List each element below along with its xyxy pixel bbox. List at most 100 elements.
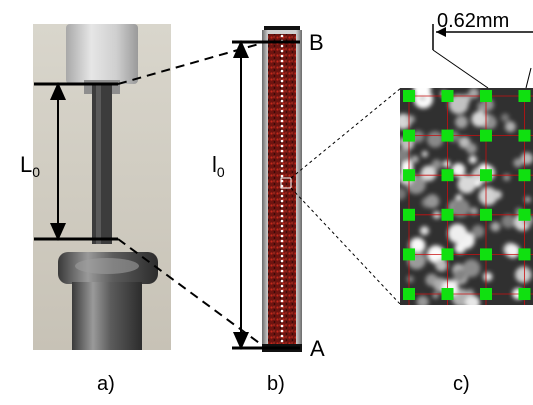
speckle-blob: [451, 198, 471, 218]
speckle-blob: [411, 155, 419, 163]
grid-markers: [403, 90, 531, 300]
speckle-blob: [501, 214, 516, 229]
speckle-blob: [470, 207, 478, 216]
speckle-blob: [443, 160, 451, 168]
column-dot: [280, 164, 284, 168]
scale-label: 0.62mm: [437, 10, 509, 32]
speckle-blob: [500, 113, 510, 122]
speckle-blob: [406, 275, 414, 283]
column-dot: [280, 54, 284, 58]
column-dot: [280, 169, 284, 173]
column-dot: [280, 109, 284, 113]
grid-marker: [480, 129, 492, 142]
grid-marker: [480, 248, 492, 261]
grid-marker: [441, 248, 454, 261]
speckle-blob: [448, 94, 469, 115]
column-dot: [280, 279, 284, 283]
grid-marker: [518, 288, 531, 300]
column-dot: [280, 224, 284, 228]
grid-marker: [480, 169, 492, 182]
speckle-blob: [413, 88, 432, 98]
point-b-label: B: [309, 30, 324, 55]
dot-column: [280, 34, 284, 343]
column-dot: [280, 119, 284, 123]
column-dot: [280, 114, 284, 118]
grid-marker: [518, 169, 531, 182]
grid-marker: [518, 129, 531, 142]
column-dot: [280, 289, 284, 293]
column-dot: [280, 89, 284, 93]
speckle-blob: [468, 155, 477, 164]
speckle-blob: [453, 269, 466, 282]
column-dot: [280, 144, 284, 148]
speckle-blob: [419, 226, 430, 236]
column-dot: [280, 84, 284, 88]
panel-a-dimension: L0: [20, 82, 118, 241]
grid-marker: [480, 208, 492, 221]
column-dot: [280, 309, 284, 313]
speckle-blob: [505, 121, 516, 133]
column-dot: [280, 199, 284, 203]
grid-marker: [403, 288, 415, 300]
grid-marker: [480, 288, 492, 300]
column-dot: [280, 214, 284, 218]
speckle-blob: [513, 158, 523, 168]
speckle-blob: [447, 223, 468, 244]
column-dot: [280, 204, 284, 208]
speckle-blob: [490, 221, 501, 232]
column-dot: [280, 269, 284, 273]
speckle-blob: [483, 272, 493, 282]
speckle-blob: [520, 152, 533, 165]
speckle-blob: [431, 159, 442, 170]
column-dot: [280, 49, 284, 53]
panel-a-photo: [33, 24, 171, 350]
column-dot: [280, 154, 284, 158]
column-dot: [280, 334, 284, 338]
speckle-blob: [471, 225, 485, 238]
grid-marker: [518, 90, 531, 102]
speckle-blob: [505, 244, 520, 258]
grid-marker: [480, 90, 492, 102]
column-dot: [280, 124, 284, 128]
column-dot: [280, 209, 284, 213]
column-dot: [280, 149, 284, 153]
gauge-length-label-a: L0: [20, 152, 40, 180]
column-dot: [280, 254, 284, 258]
column-dot: [280, 79, 284, 83]
speckle-blob: [451, 163, 466, 177]
column-dot: [280, 314, 284, 318]
speckle-blob: [457, 175, 476, 194]
speckle-blob: [406, 115, 415, 124]
grid-marker: [403, 169, 415, 182]
panel-a-caption: a): [97, 373, 115, 395]
speckle-blob: [466, 143, 477, 154]
zoom-region-box: [280, 177, 292, 189]
column-dot: [280, 219, 284, 223]
column-dot: [280, 134, 284, 138]
column-dot: [280, 34, 284, 38]
column-dot: [280, 324, 284, 328]
grid-marker: [518, 248, 531, 261]
speckle-blob: [426, 131, 444, 148]
point-a-label: A: [310, 336, 325, 361]
column-dot: [280, 234, 284, 238]
speckle-blob: [420, 165, 437, 182]
grid-marker: [518, 208, 531, 221]
column-dot: [280, 94, 284, 98]
column-dot: [280, 284, 284, 288]
grid-marker: [403, 208, 415, 221]
speckle-blob: [400, 187, 407, 200]
panel-b-caption: b): [267, 373, 285, 395]
column-dot: [280, 249, 284, 253]
grid-marker: [403, 90, 415, 102]
gauge-length-label-b: l0: [212, 152, 225, 180]
column-dot: [280, 194, 284, 198]
column-dot: [280, 329, 284, 333]
column-dot: [280, 319, 284, 323]
speckle-blob: [492, 190, 502, 200]
grid-marker: [441, 169, 454, 182]
column-dot: [280, 304, 284, 308]
panel-c-caption: c): [453, 373, 470, 395]
speckle-blob: [474, 180, 482, 188]
speckle-blob: [465, 295, 480, 305]
